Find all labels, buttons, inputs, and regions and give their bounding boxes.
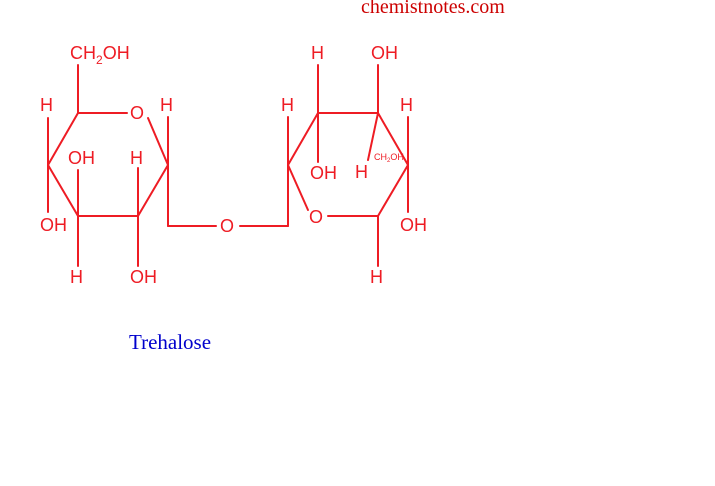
r1-c4-oh-label: OH	[40, 215, 67, 235]
bond-r2-c1-c2	[287, 112, 319, 166]
bond-r1-c1-c2	[137, 164, 169, 217]
r2-ring-oxygen-label: O	[309, 207, 323, 227]
bond-r2-c3-c4	[377, 112, 409, 166]
r2-c1-h-label: H	[281, 95, 294, 115]
r2-c4-oh-label: OH	[400, 215, 427, 235]
bond-r2-c3-ch2oh	[367, 112, 379, 161]
atom-labels: CH2OH H O H OH H OH H OH O H H OH H OH H…	[40, 43, 427, 287]
r1-c2-h-label: H	[130, 148, 143, 168]
r2-c2-h-label: H	[311, 43, 324, 63]
bond-r2-c4-c5	[377, 164, 409, 217]
bonds	[47, 64, 409, 267]
watermark-text: chemistnotes.com	[361, 0, 505, 18]
figure-caption: Trehalose	[129, 330, 212, 354]
r2-c4-h-label: H	[400, 95, 413, 115]
r1-ring-oxygen-label: O	[130, 103, 144, 123]
bond-r2-o-c1	[287, 164, 309, 211]
r2-c3-oh-label: OH	[371, 43, 398, 63]
bond-r1-c3-c4	[47, 164, 79, 217]
bond-r1-c4-c5	[47, 112, 79, 166]
r1-c3-oh-up-label: OH	[68, 148, 95, 168]
r2-c5-h-label: H	[370, 267, 383, 287]
glycosidic-oxygen-label: O	[220, 216, 234, 236]
r1-c4-h-label: H	[40, 95, 53, 115]
bond-r1-o-c1	[147, 117, 169, 166]
r1-c2-oh-label: OH	[130, 267, 157, 287]
r1-c1-h-label: H	[160, 95, 173, 115]
r1-ch2oh-label: CH2OH	[70, 43, 130, 67]
r2-ch2oh-label: CH2OH	[374, 152, 404, 164]
r1-c3-h-label: H	[70, 267, 83, 287]
r2-c2-oh-label: OH	[310, 163, 337, 183]
r2-h-mid-label: H	[355, 162, 368, 182]
